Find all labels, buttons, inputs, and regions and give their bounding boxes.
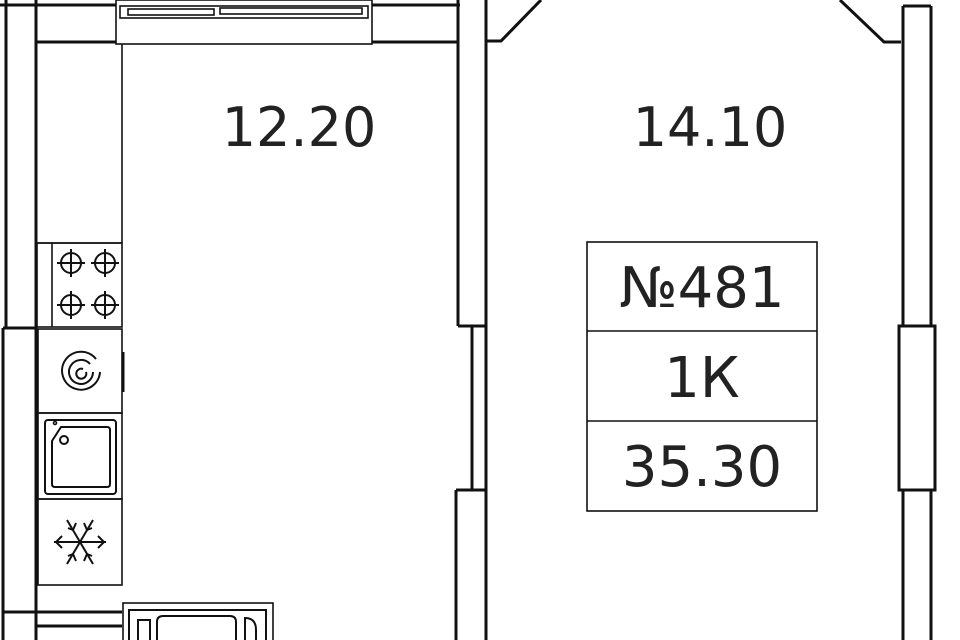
window: [115, 0, 373, 45]
partition-wall: [454, 0, 488, 640]
room-area-label: 14.10: [633, 96, 788, 159]
bay-window-wall: [486, 0, 937, 640]
bathtub-icon: [122, 602, 274, 640]
fridge-icon: [37, 498, 123, 586]
sink-icon: [37, 412, 123, 500]
apartment-type: 1К: [664, 346, 739, 411]
kitchen-area-label: 12.20: [222, 96, 377, 159]
top-wall: [0, 3, 460, 44]
washing-machine-icon: [37, 328, 125, 414]
total-area: 35.30: [622, 435, 782, 500]
apartment-info-box: №481 1К 35.30: [586, 241, 818, 512]
apartment-number: №481: [619, 256, 784, 321]
stove-icon: [36, 242, 123, 328]
left-wall: [1, 0, 122, 640]
kitchen-counter: [36, 44, 123, 244]
